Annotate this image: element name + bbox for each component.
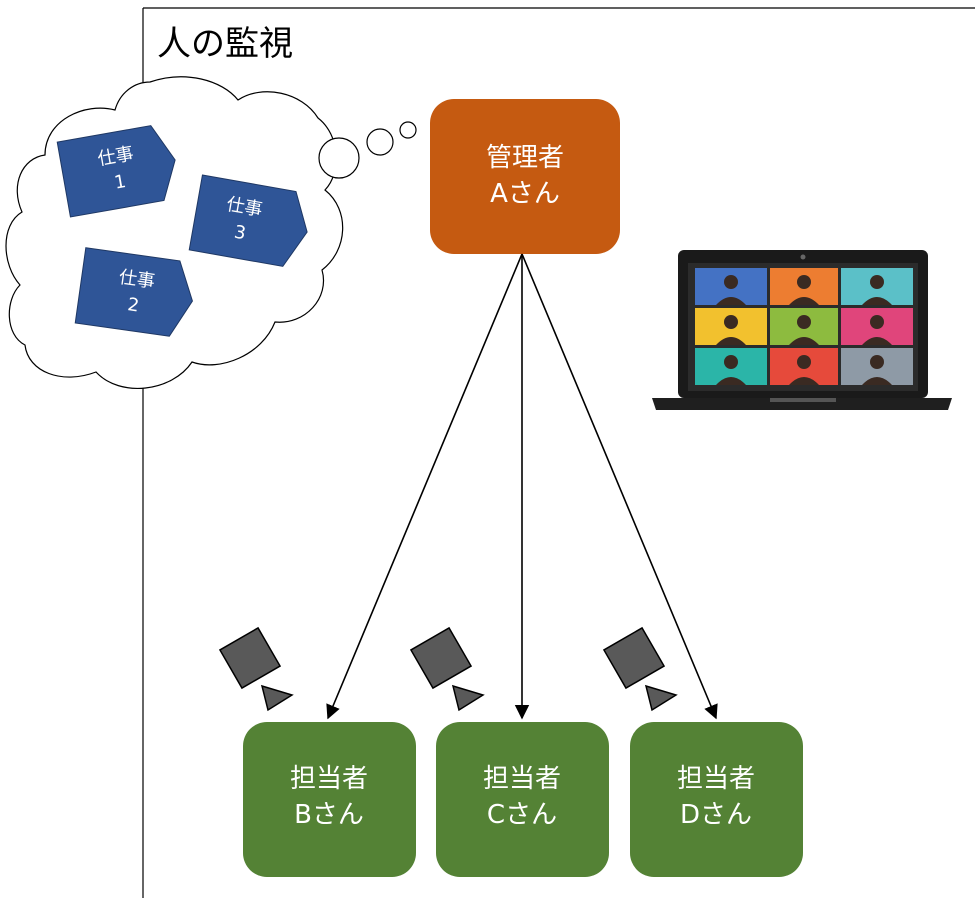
worker-node-d: 担当者 Dさん <box>630 722 803 877</box>
task-number: 1 <box>113 171 128 194</box>
manager-name: Aさん <box>490 179 560 209</box>
worker-name: Dさん <box>680 800 752 830</box>
arrow-to-d <box>521 253 718 720</box>
task-card-3: 仕事 3 <box>188 174 308 267</box>
worker-role: 担当者 <box>677 764 755 794</box>
video-conference-laptop-icon <box>652 250 952 410</box>
page-title: 人の監視 <box>157 24 293 64</box>
worker-name: Cさん <box>487 800 557 830</box>
task-number: 2 <box>126 294 140 316</box>
task-label: 仕事 <box>118 267 157 293</box>
worker-role: 担当者 <box>290 764 368 794</box>
worker-node-b: 担当者 Bさん <box>243 722 416 877</box>
manager-role: 管理者 <box>486 143 564 173</box>
arrow-to-b <box>326 253 523 720</box>
manager-node: 管理者 Aさん <box>430 99 620 254</box>
worker-name: Bさん <box>294 800 364 830</box>
worker-role: 担当者 <box>483 764 561 794</box>
task-number: 3 <box>232 222 247 245</box>
task-card-1: 仕事 1 <box>56 125 176 218</box>
task-card-2: 仕事 2 <box>74 247 193 337</box>
surveillance-camera-icon <box>409 626 485 712</box>
worker-node-c: 担当者 Cさん <box>436 722 609 877</box>
surveillance-camera-icon <box>602 626 678 712</box>
surveillance-camera-icon <box>218 626 294 712</box>
